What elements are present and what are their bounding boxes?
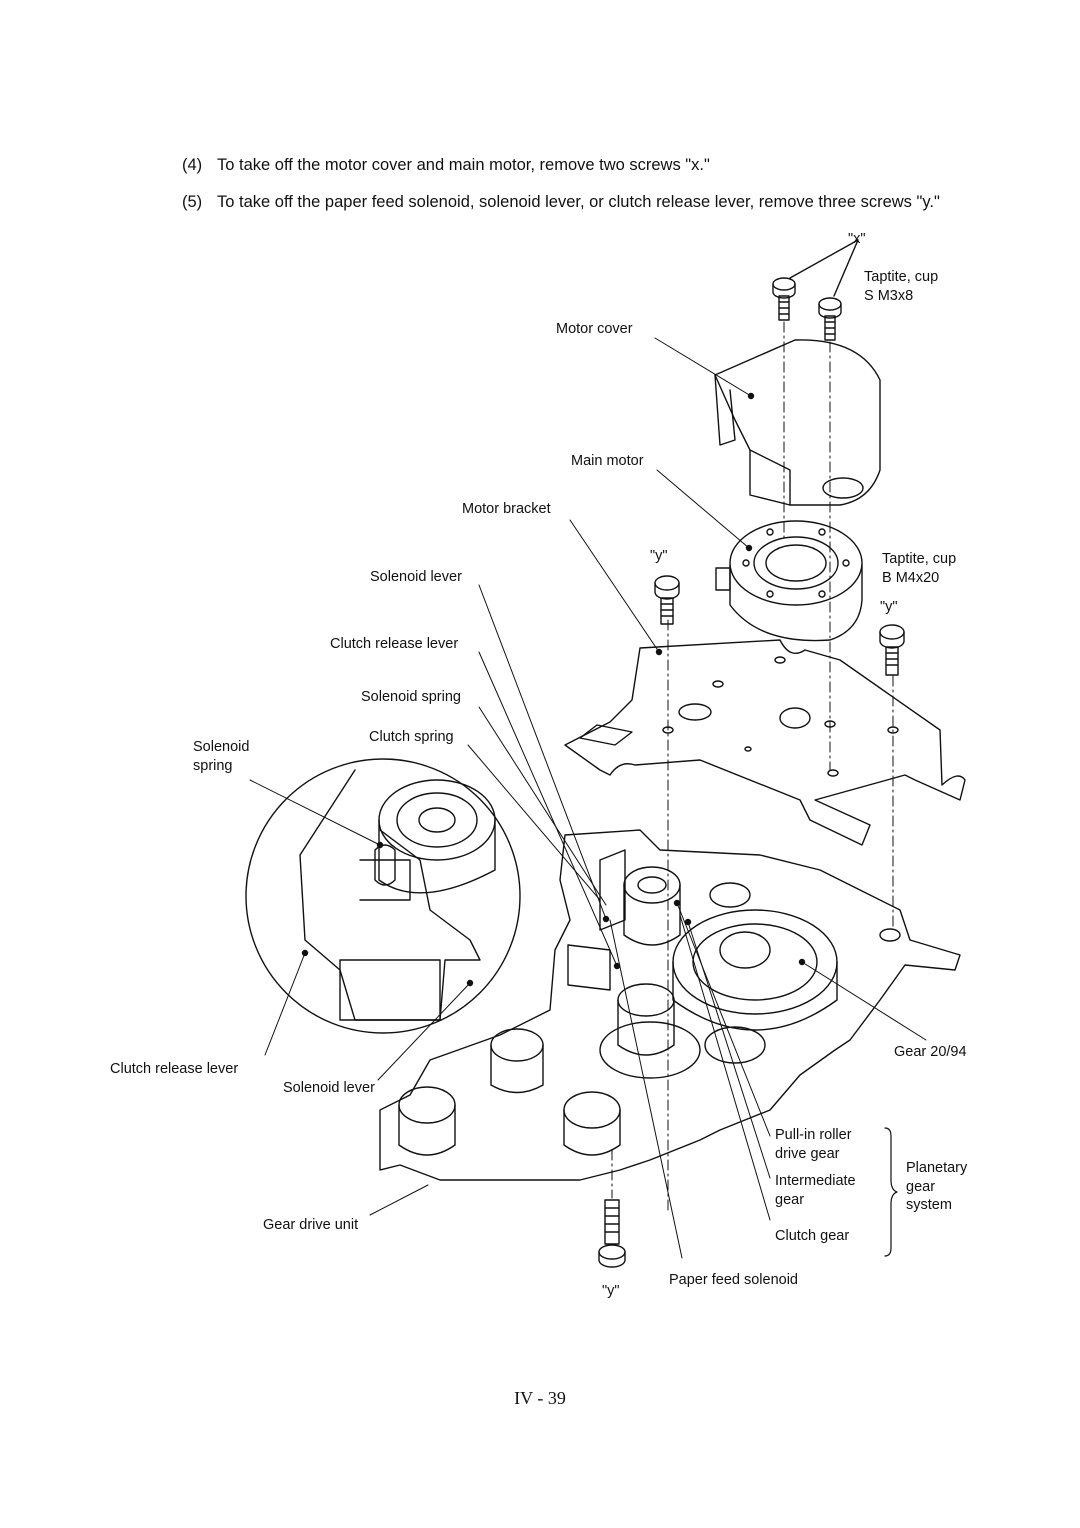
label-y-screw-bottom: "y": [602, 1283, 620, 1299]
label-intermediate-line1: Intermediate: [775, 1173, 856, 1189]
label-taptite-s-line1: Taptite, cup: [864, 269, 939, 285]
motor-cover: [714, 339, 881, 506]
label-motor-cover: Motor cover: [556, 321, 633, 337]
screw-x-right: [818, 297, 842, 341]
label-taptite-b-line1: Taptite, cup: [882, 551, 957, 567]
label-solenoid-spring-right: Solenoid spring: [361, 689, 461, 705]
label-planetary-line2: gear: [906, 1179, 936, 1195]
label-pull-in-roller-line2: drive gear: [775, 1146, 840, 1162]
label-solenoid-lever-bottom: Solenoid lever: [283, 1080, 375, 1096]
label-clutch-release-lever-bottom: Clutch release lever: [110, 1061, 239, 1077]
screw-y-bottom: [598, 1199, 626, 1268]
motor-bracket: [564, 639, 966, 846]
label-y-screw-top: "y": [650, 548, 668, 564]
label-solenoid-spring-left-line1: Solenoid: [193, 739, 250, 755]
label-taptite-s-line2: S M3x8: [864, 288, 914, 304]
screw-x-left: [772, 277, 796, 321]
axis-lines: [611, 321, 894, 1211]
screw-y-top: [654, 575, 680, 625]
label-main-motor: Main motor: [571, 453, 644, 469]
label-clutch-release-lever-top: Clutch release lever: [330, 636, 459, 652]
main-motor: [715, 520, 863, 642]
label-clutch-gear: Clutch gear: [775, 1228, 850, 1244]
step-4-number: (4): [182, 156, 203, 174]
page-number: IV - 39: [514, 1388, 566, 1408]
label-motor-bracket: Motor bracket: [462, 501, 551, 517]
label-y-screw-right: "y": [880, 599, 898, 615]
label-paper-feed-solenoid: Paper feed solenoid: [669, 1272, 798, 1288]
leader-lines: [249, 337, 927, 1259]
planetary-brace: [884, 1127, 898, 1257]
label-solenoid-spring-left-line2: spring: [193, 758, 233, 774]
screw-y-right: [879, 624, 905, 676]
label-taptite-b-line2: B M4x20: [882, 570, 940, 586]
label-pull-in-roller-line1: Pull-in roller: [775, 1127, 852, 1143]
magnified-inset: [245, 758, 521, 1034]
step-5-text: To take off the paper feed solenoid, sol…: [217, 193, 940, 211]
gear-drive-unit: [379, 829, 961, 1181]
x-leader-lines: [789, 239, 859, 297]
label-x-screw: "x": [848, 231, 866, 247]
label-intermediate-line2: gear: [775, 1192, 805, 1208]
label-gear-20-94: Gear 20/94: [894, 1044, 967, 1060]
step-5-number: (5): [182, 193, 203, 211]
label-solenoid-lever-top: Solenoid lever: [370, 569, 462, 585]
label-clutch-spring: Clutch spring: [369, 729, 454, 745]
label-gear-drive-unit: Gear drive unit: [263, 1217, 359, 1233]
label-planetary-line1: Planetary: [906, 1160, 968, 1176]
step-4-text: To take off the motor cover and main mot…: [217, 156, 710, 174]
label-planetary-line3: system: [906, 1197, 952, 1213]
